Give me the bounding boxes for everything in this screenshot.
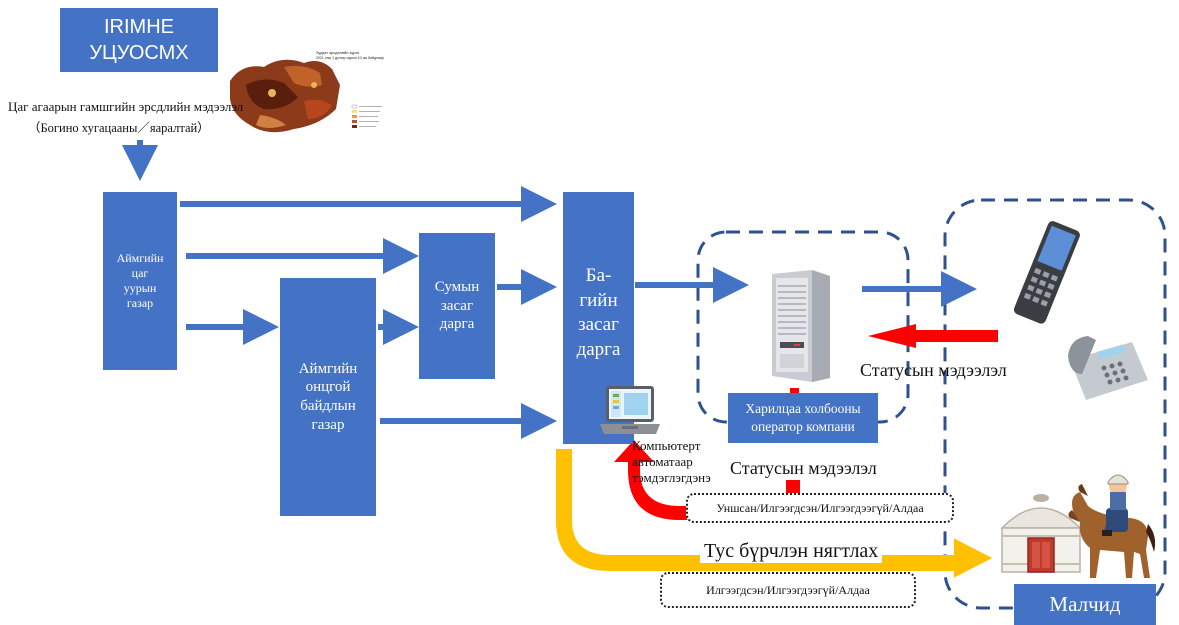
aimag-emergency-office-box: Аймгийн онцгой байдлын газар: [280, 278, 376, 516]
sum-governor-box: Сумын засаг дарга: [419, 233, 495, 379]
sum-governor-line2: засаг: [440, 297, 474, 314]
status-info-label-right: Статусын мэдээлэл: [860, 360, 1007, 380]
status-values-box-2: Илгээгдсэн/Илгээгдээгүй/Алдаа: [660, 572, 916, 608]
herder-on-horse-icon: [1060, 466, 1160, 584]
aimag-weather-line2: цаг: [131, 266, 149, 280]
computer-label-line2: автоматаар: [632, 454, 693, 469]
computer-label-line1: Компьютерт: [632, 438, 701, 453]
bag-governor-line4: дарга: [576, 339, 621, 361]
computer-label-line3: тэмдэглэгдэнэ: [632, 470, 711, 485]
aimag-emergency-line3: байдлын: [300, 398, 356, 414]
irimhe-line2: УЦУОСМХ: [89, 42, 189, 64]
risk-info-line2: （Богино хугацааны／яаралтай）: [28, 121, 210, 135]
sum-governor-line1: Сумын: [434, 278, 480, 295]
mobile-phone-icon: [1006, 218, 1086, 326]
bag-governor-line2: гийн: [579, 289, 618, 311]
desk-phone-icon: [1062, 330, 1152, 402]
risk-info-line1: Цаг агаарын гамшгийн эрсдлийн мэдээлэл: [8, 99, 244, 114]
irimhe-line1: IRIMHE: [104, 16, 174, 38]
status-values-1-text: Уншсан/Илгээгдсэн/Илгээгдээгүй/Алдаа: [716, 500, 924, 515]
sum-governor-line3: дарга: [439, 316, 475, 333]
aimag-weather-office-box: Аймгийн цаг уурын газар: [103, 192, 177, 370]
aimag-emergency-line4: газар: [311, 416, 345, 433]
telecom-operator-box: Харилцаа холбооны оператор компани: [728, 393, 878, 443]
operator-line1: Харилцаа холбооны: [745, 400, 861, 416]
map-image: Зудын эрсдэлийн зураг 2021 оны 1 дүгээр …: [224, 45, 392, 141]
laptop-icon: [598, 384, 662, 440]
map-legend: [351, 104, 382, 128]
server-icon: [766, 266, 836, 384]
map-title-line1: Зудын эрсдэлийн зураг: [316, 50, 360, 55]
arrow-bag-to-herders-yellow: [556, 449, 993, 578]
herders-box: Малчид: [1014, 584, 1156, 625]
confirm-each-label: Тус бүрчлэн нягтлах: [700, 540, 883, 563]
herders-label: Малчид: [1049, 592, 1121, 617]
aimag-weather-line4: газар: [126, 296, 154, 310]
operator-line2: оператор компани: [751, 419, 855, 434]
aimag-emergency-line2: онцгой: [305, 379, 351, 396]
bag-governor-line1: Ба-: [585, 265, 612, 286]
status-values-2-text: Илгээгдсэн/Илгээгдээгүй/Алдаа: [706, 582, 870, 597]
status-values-box-1: Уншсан/Илгээгдсэн/Илгээгдээгүй/Алдаа: [686, 493, 954, 523]
bag-governor-line3: засаг: [578, 314, 619, 336]
ger-icon: [996, 488, 1086, 580]
aimag-emergency-line1: Аймгийн: [298, 360, 358, 377]
status-info-label-bottom: Статусын мэдээлэл: [730, 458, 877, 478]
map-title-line2: 2021 оны 1 дүгээр сарын 10-ны байдлаар: [316, 56, 384, 60]
arrow-phone-to-server-red: [868, 324, 998, 348]
red-stub-under-server: [790, 388, 799, 396]
irimhe-box: IRIMHE УЦУОСМХ: [60, 8, 218, 72]
aimag-weather-line3: уурын: [123, 281, 157, 295]
aimag-weather-line1: Аймгийн: [116, 251, 164, 265]
